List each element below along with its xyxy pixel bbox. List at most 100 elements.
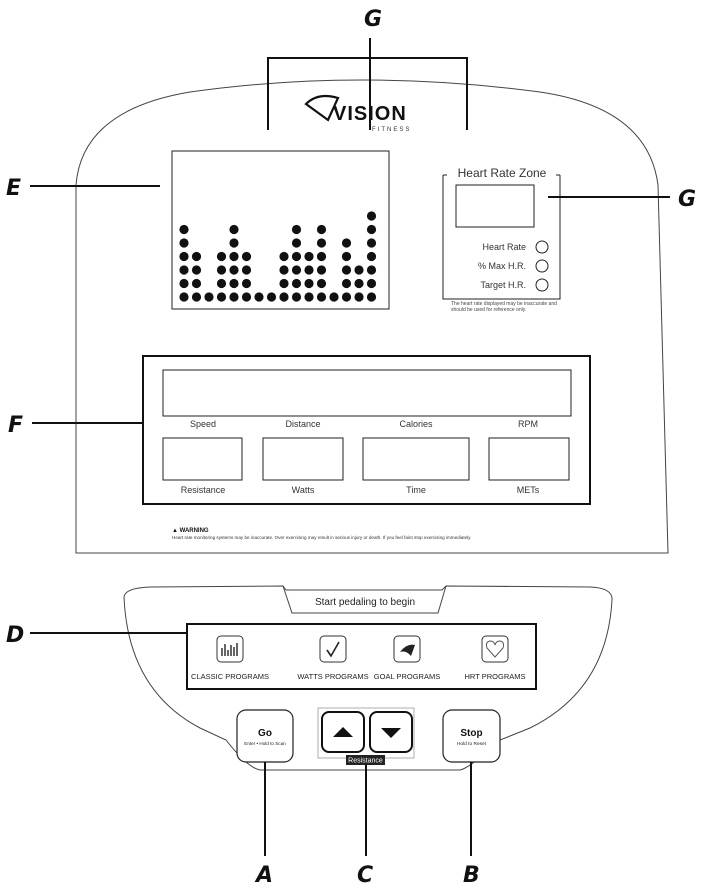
max-hr-indicator-light — [535, 259, 549, 273]
goal-programs-button[interactable]: GOAL PROGRAMS — [374, 635, 440, 681]
matrix-dot — [354, 292, 364, 302]
label-resistance: Resistance — [181, 485, 226, 495]
dot-matrix-bars — [179, 211, 377, 302]
callout-e: E — [6, 176, 21, 201]
brand-name: VISION — [333, 103, 407, 125]
matrix-dot — [341, 238, 352, 248]
matrix-dot — [366, 211, 377, 221]
matrix-dot — [216, 278, 227, 289]
upper-console-outline — [75, 79, 669, 554]
matrix-dot — [216, 292, 227, 302]
vision-fitness-logo: VISION FITNESS — [304, 94, 409, 133]
callout-c: C — [357, 863, 373, 886]
matrix-dot — [216, 251, 227, 262]
matrix-dot — [329, 292, 339, 302]
matrix-dot — [316, 278, 327, 289]
target-hr-indicator-light — [535, 278, 549, 292]
matrix-dot — [341, 292, 352, 302]
hr-indicator-label-target-hr: Target H.R. — [480, 280, 526, 290]
resistance-up-button[interactable] — [321, 711, 365, 753]
lower-console-outline — [123, 585, 613, 771]
matrix-dot — [191, 292, 202, 302]
resistance-label-bg — [346, 755, 385, 765]
heart-rate-indicator-light — [535, 240, 549, 254]
goal-icon — [400, 644, 415, 656]
matrix-dot — [354, 278, 364, 289]
matrix-dot — [316, 292, 327, 302]
matrix-dot — [279, 251, 289, 262]
matrix-dot — [291, 292, 302, 302]
callout-g-right: G — [678, 187, 696, 212]
matrix-dot — [229, 224, 239, 235]
stop-button-label: Stop — [460, 728, 482, 739]
go-button-sublabel: Enter • Hold to Scan — [244, 741, 286, 746]
hrt-programs-button[interactable]: HRT PROGRAMS — [465, 635, 526, 681]
warning-text: Heart rate monitoring systems may be ina… — [172, 535, 471, 540]
resistance-down-button[interactable] — [369, 711, 413, 753]
label-mets: METs — [517, 485, 540, 495]
matrix-dot — [191, 278, 202, 289]
matrix-dot — [366, 265, 377, 275]
matrix-dot — [229, 278, 239, 289]
matrix-dot — [291, 238, 302, 248]
matrix-dot — [341, 265, 352, 275]
matrix-dot — [216, 265, 227, 275]
callout-f: F — [8, 413, 23, 438]
callout-b: B — [463, 863, 480, 886]
matrix-dot — [179, 278, 189, 289]
matrix-dot — [366, 292, 377, 302]
matrix-dot — [179, 265, 189, 275]
matrix-dot — [229, 251, 239, 262]
matrix-dot — [291, 251, 302, 262]
matrix-dot — [254, 292, 264, 302]
hr-disclaimer-line1: The heart rate displayed may be inaccura… — [451, 301, 557, 307]
matrix-dot — [266, 292, 277, 302]
arrow-down-icon — [381, 728, 401, 738]
label-rpm: RPM — [518, 419, 538, 429]
matrix-dot — [366, 224, 377, 235]
matrix-dot — [316, 265, 327, 275]
matrix-dot — [179, 251, 189, 262]
watts-programs-button[interactable]: WATTS PROGRAMS — [297, 635, 369, 681]
matrix-dot — [304, 265, 314, 275]
status-text: Start pedaling to begin — [315, 597, 415, 608]
matrix-dot — [279, 292, 289, 302]
callout-g-top: G — [364, 7, 382, 32]
matrix-dot — [241, 265, 252, 275]
watts-window — [262, 437, 344, 481]
matrix-dot — [341, 251, 352, 262]
matrix-dot — [304, 251, 314, 262]
stop-button[interactable]: Stop Hold to Reset — [442, 709, 501, 763]
matrix-dot — [291, 224, 302, 235]
matrix-dot — [304, 278, 314, 289]
matrix-dot — [191, 265, 202, 275]
matrix-dot — [204, 292, 214, 302]
watts-programs-label: WATTS PROGRAMS — [297, 672, 368, 681]
matrix-dot — [241, 251, 252, 262]
matrix-dot — [229, 292, 239, 302]
heart-rate-zone-panel: Heart Rate Zone Heart Rate % Max H.R. Ta… — [442, 166, 561, 313]
label-watts: Watts — [292, 485, 315, 495]
classic-programs-label: CLASSIC PROGRAMS — [191, 672, 269, 681]
matrix-dot — [366, 278, 377, 289]
matrix-dot — [366, 238, 377, 248]
heart-rate-zone-display — [455, 184, 535, 228]
matrix-dot — [279, 278, 289, 289]
time-window — [362, 437, 470, 481]
matrix-dot — [366, 251, 377, 262]
label-calories: Calories — [399, 419, 433, 429]
resistance-label: Resistance — [348, 758, 383, 765]
classic-program-icon — [221, 643, 238, 656]
go-button[interactable]: Go Enter • Hold to Scan — [236, 709, 294, 763]
heart-rate-zone-title: Heart Rate Zone — [458, 166, 547, 180]
stop-button-sublabel: Hold to Reset — [457, 741, 487, 747]
matrix-dot — [229, 238, 239, 248]
checkmark-icon — [326, 641, 340, 658]
classic-programs-button[interactable]: CLASSIC PROGRAMS — [191, 635, 269, 681]
warning-title: ▲ WARNING — [172, 528, 209, 534]
matrix-dot — [191, 251, 202, 262]
status-window — [282, 585, 447, 614]
hr-indicator-label-max-hr: % Max H.R. — [478, 261, 526, 271]
matrix-dot — [179, 292, 189, 302]
